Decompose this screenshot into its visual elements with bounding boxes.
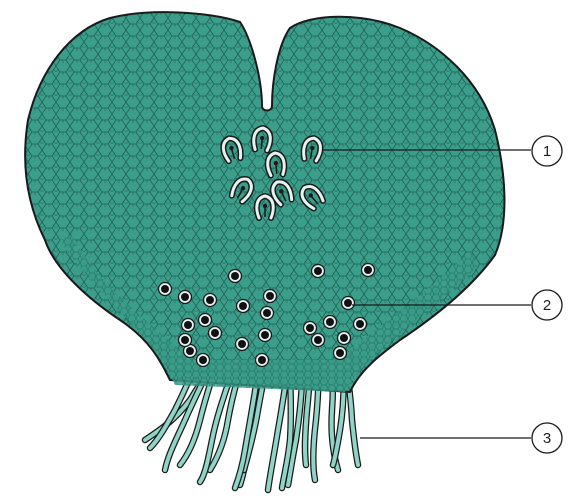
callout-3: 3 bbox=[532, 423, 562, 453]
archegonium bbox=[267, 152, 285, 175]
callout-2: 2 bbox=[532, 290, 562, 320]
callout-1: 1 bbox=[532, 136, 562, 166]
callout-label-2: 2 bbox=[543, 297, 551, 314]
callout-label-1: 1 bbox=[543, 143, 551, 160]
callout-label-3: 3 bbox=[543, 430, 551, 447]
archegonium bbox=[253, 127, 271, 150]
